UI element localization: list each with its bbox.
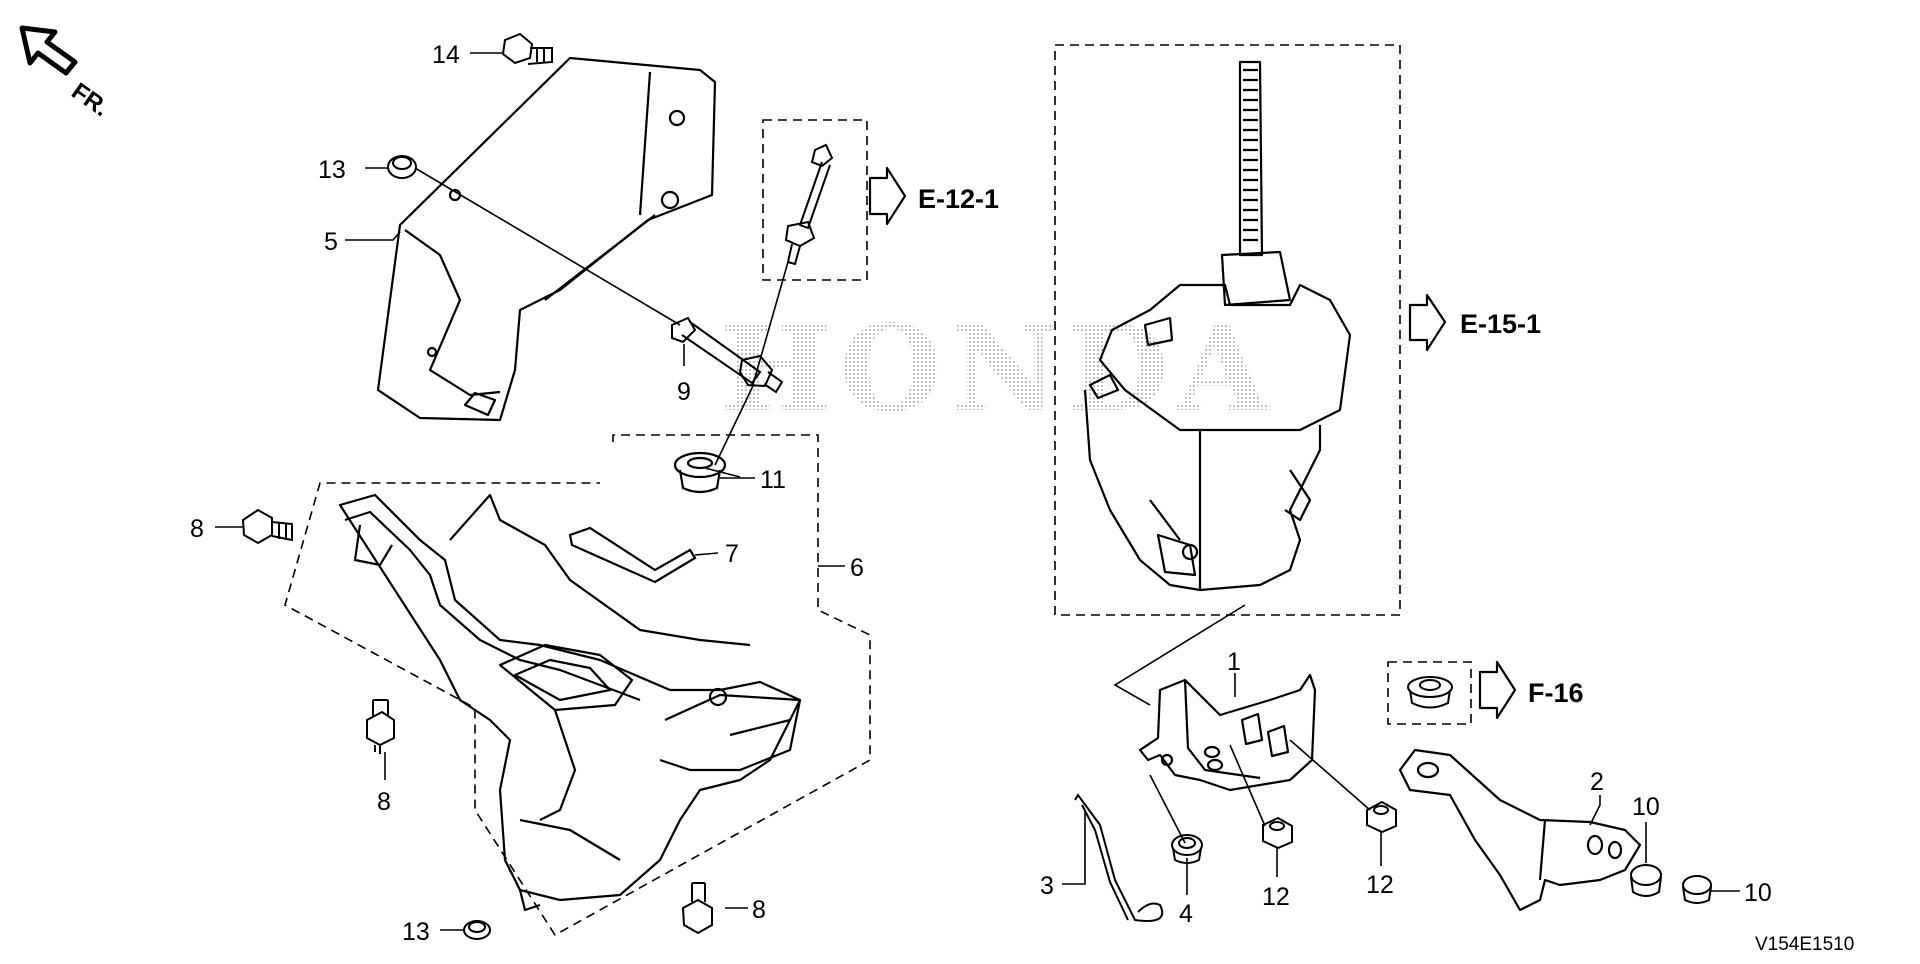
callout-12-left: 12 bbox=[1262, 883, 1290, 911]
callout-13-bottom: 13 bbox=[402, 918, 430, 946]
direction-label: FR. bbox=[67, 78, 114, 122]
part-7-clip bbox=[568, 526, 697, 584]
callout-8-left: 8 bbox=[190, 515, 204, 543]
part-13-nut-top bbox=[387, 155, 417, 179]
part-11-grommet bbox=[673, 451, 727, 494]
callout-7: 7 bbox=[725, 540, 739, 568]
part-14-bolt bbox=[501, 32, 553, 65]
part-code: V154E1510 bbox=[1755, 934, 1854, 955]
leader-lines bbox=[215, 52, 1740, 931]
callout-9: 9 bbox=[677, 378, 691, 406]
honda-watermark: HONDA bbox=[720, 299, 1276, 438]
callout-3: 3 bbox=[1040, 872, 1054, 900]
part-10-cap-left bbox=[1630, 864, 1662, 897]
shroud-assembly-box bbox=[284, 434, 871, 937]
part-13-nut-bottom bbox=[463, 920, 491, 940]
callout-8-bottom: 8 bbox=[752, 896, 766, 924]
reservoir-tank bbox=[1083, 60, 1352, 592]
callout-11: 11 bbox=[760, 466, 786, 494]
callout-10-top: 10 bbox=[1632, 793, 1660, 821]
stud-bolt bbox=[784, 143, 834, 266]
part-12-nut-left bbox=[1262, 816, 1293, 850]
callout-4: 4 bbox=[1179, 900, 1193, 928]
part-2-bracket bbox=[1398, 748, 1642, 912]
callout-2: 2 bbox=[1590, 768, 1604, 796]
callout-1: 1 bbox=[1227, 648, 1241, 676]
callout-13-top: 13 bbox=[318, 156, 346, 184]
part-3-clip bbox=[1074, 793, 1164, 922]
ref-f16-label: F-16 bbox=[1528, 678, 1584, 708]
grommet-group-box bbox=[1387, 661, 1472, 725]
callout-5: 5 bbox=[324, 228, 338, 256]
ref-e15-label: E-15-1 bbox=[1460, 309, 1541, 339]
callout-10-right: 10 bbox=[1744, 879, 1772, 907]
ref-e12-label: E-12-1 bbox=[918, 184, 999, 214]
part-8-bolt-left bbox=[241, 508, 293, 545]
callout-14: 14 bbox=[432, 41, 460, 69]
arrow-f16 bbox=[1478, 660, 1517, 720]
front-direction-arrow: FR. bbox=[19, 25, 114, 122]
part-6-shroud bbox=[338, 493, 802, 912]
part-12-nut-right bbox=[1366, 800, 1397, 834]
arrow-e15 bbox=[1408, 293, 1447, 352]
part-1-bracket bbox=[1138, 673, 1317, 792]
part-10-cap-right bbox=[1682, 875, 1712, 904]
grommet-f16 bbox=[1407, 676, 1453, 709]
stud-bolt-group-box bbox=[762, 119, 868, 281]
part-9-long-bolt bbox=[671, 316, 784, 394]
callout-6: 6 bbox=[850, 554, 864, 582]
arrow-e12 bbox=[868, 166, 907, 226]
part-5-cover bbox=[376, 56, 717, 422]
part-8-bolt-bottom bbox=[681, 882, 713, 935]
callout-12-right: 12 bbox=[1366, 871, 1394, 899]
reference-arrows bbox=[868, 166, 1517, 720]
callout-8-middle: 8 bbox=[377, 788, 391, 816]
part-8-bolt-middle bbox=[366, 699, 395, 754]
